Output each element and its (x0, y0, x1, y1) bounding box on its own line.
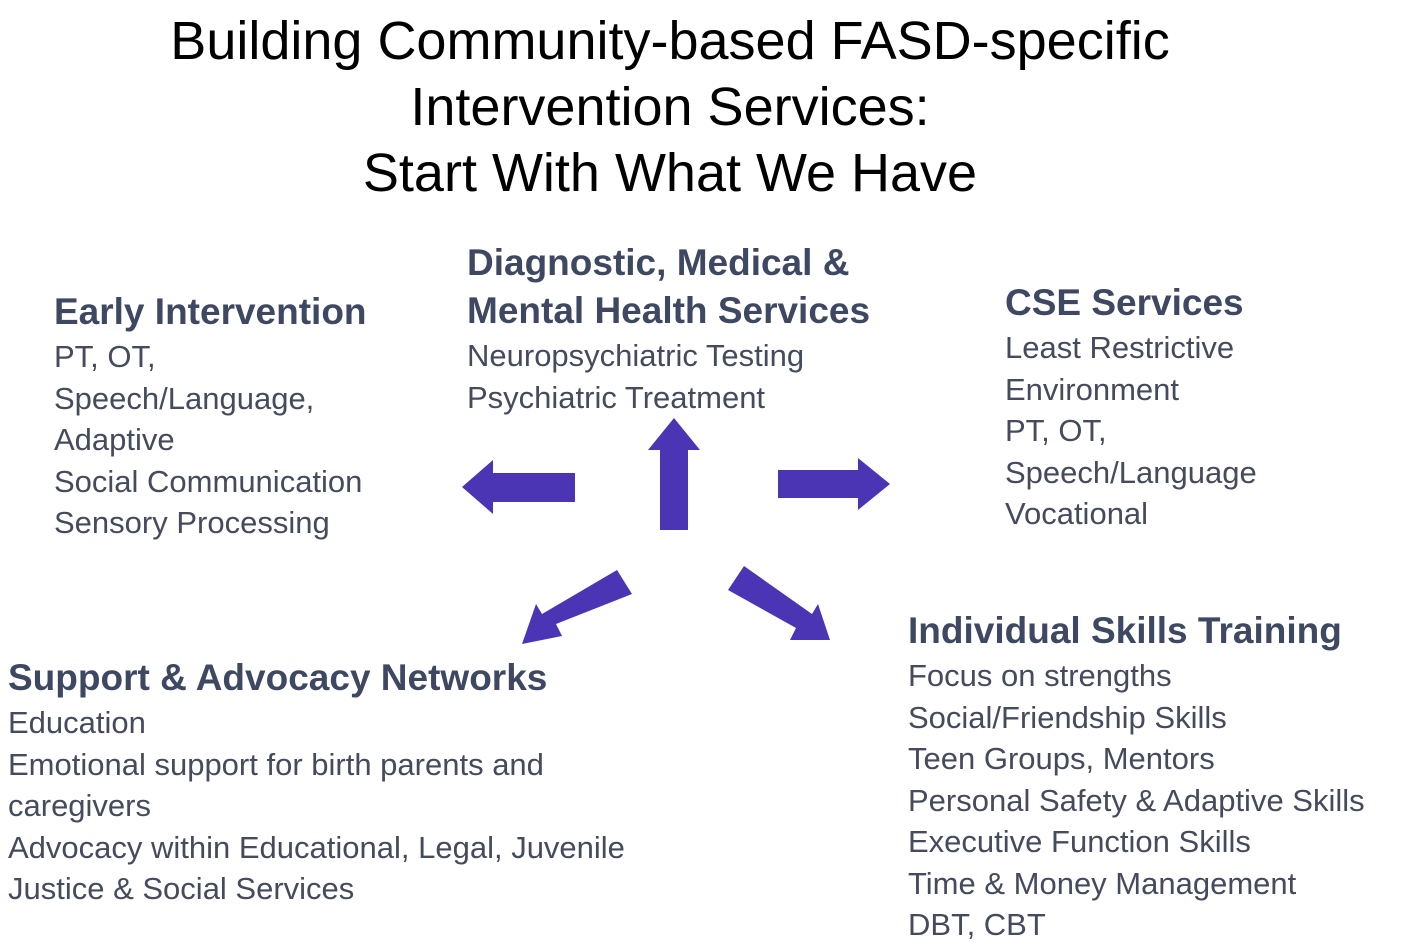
skills-training-block: Individual Skills Training Focus on stre… (908, 607, 1365, 946)
cse-heading: CSE Services (1005, 282, 1244, 323)
title-line-3: Start With What We Have (362, 143, 978, 203)
list-item: Personal Safety & Adaptive Skills (908, 782, 1365, 818)
list-item: Vocational (1005, 496, 1149, 531)
list-item: Environment (1005, 371, 1180, 407)
list-item: Executive Function Skills (908, 824, 1251, 859)
page-title: Building Community-based FASD-specific I… (0, 8, 1340, 206)
title-line-1: Building Community-based FASD-specific (170, 11, 1170, 71)
list-item: Least Restrictive (1005, 330, 1235, 365)
list-item: Time & Money Management (908, 865, 1297, 901)
list-item: Social/Friendship Skills (908, 699, 1227, 735)
list-item: PT, OT, (54, 339, 156, 374)
list-item: DBT, CBT (908, 907, 1046, 942)
list-item: Speech/Language (1005, 454, 1257, 490)
list-item: Justice & Social Services (8, 871, 355, 906)
list-item: Neuropsychiatric Testing (467, 338, 805, 373)
list-item: Sensory Processing (54, 505, 330, 540)
diagnostic-heading-line-1: Diagnostic, Medical & (467, 242, 850, 283)
list-item: Psychiatric Treatment (467, 379, 766, 415)
early-intervention-heading: Early Intervention (54, 291, 367, 332)
list-item: Adaptive (54, 422, 175, 457)
list-item: Speech/Language, (54, 380, 315, 416)
arrow-down-right (728, 566, 830, 640)
title-line-2: Intervention Services: (410, 77, 930, 137)
diagnostic-services-block: Diagnostic, Medical & Mental Health Serv… (467, 239, 870, 418)
skills-heading: Individual Skills Training (908, 610, 1342, 651)
list-item: PT, OT, (1005, 413, 1107, 448)
arrow-right (778, 458, 890, 510)
list-item: Focus on strengths (908, 658, 1172, 693)
list-item: Education (8, 705, 146, 740)
support-heading: Support & Advocacy Networks (8, 657, 548, 698)
arrow-up (648, 418, 700, 530)
arrow-down-left (522, 570, 632, 644)
list-item: Teen Groups, Mentors (908, 741, 1215, 776)
support-advocacy-block: Support & Advocacy Networks Education Em… (8, 654, 625, 910)
list-item: Emotional support for birth parents and (8, 746, 544, 782)
cse-services-block: CSE Services Least Restrictive Environme… (1005, 279, 1257, 535)
list-item: Social Communication (54, 463, 363, 499)
early-intervention-block: Early Intervention PT, OT, Speech/Langua… (54, 288, 367, 544)
list-item: Advocacy within Educational, Legal, Juve… (8, 829, 625, 865)
diagnostic-heading-line-2: Mental Health Services (467, 290, 871, 331)
arrow-left (462, 460, 575, 514)
list-item: caregivers (8, 788, 151, 823)
